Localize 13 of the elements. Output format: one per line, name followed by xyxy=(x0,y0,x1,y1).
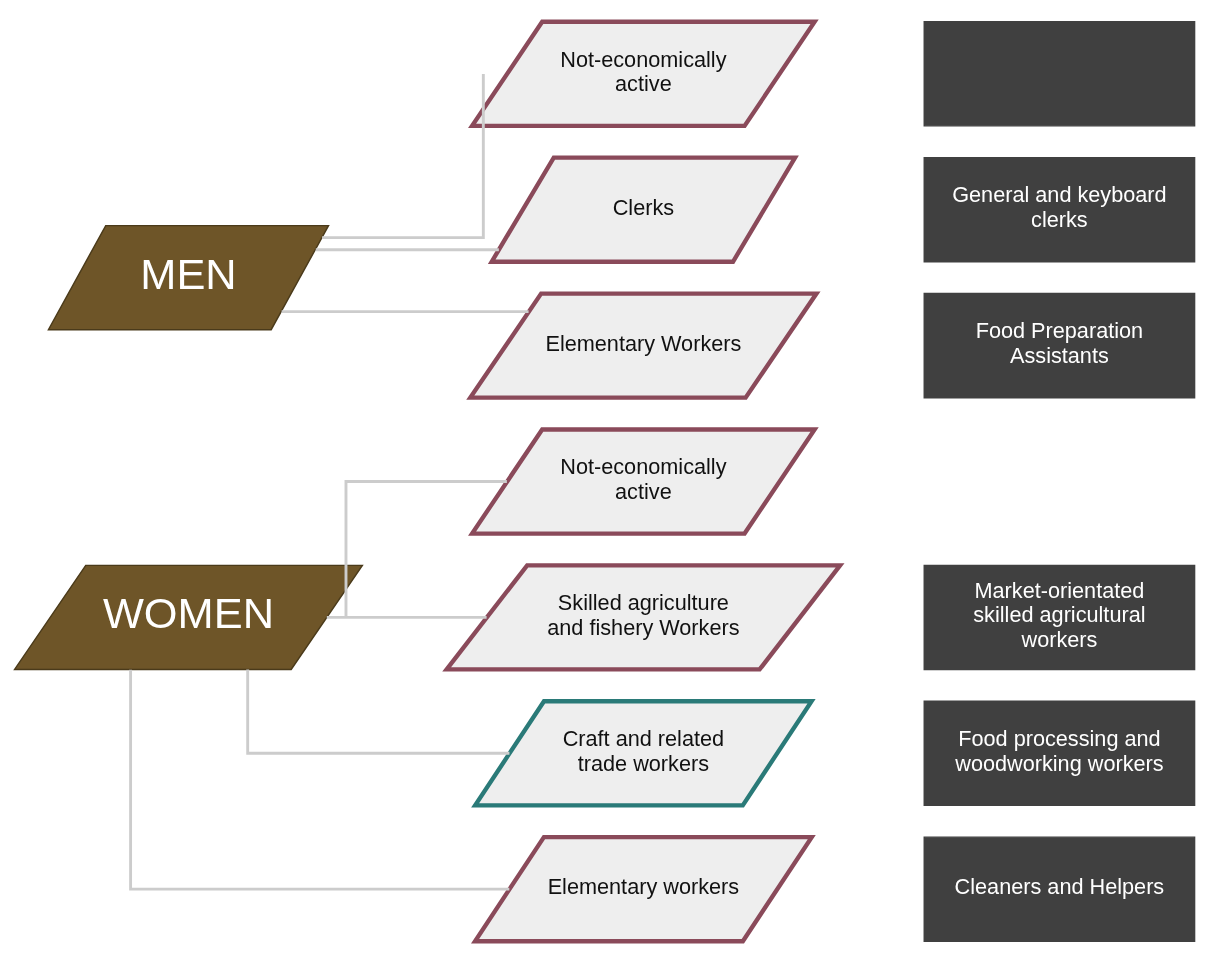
node-box: Cleaners and Helpers xyxy=(923,835,1196,942)
connector xyxy=(344,479,507,617)
connector xyxy=(246,669,510,755)
connector xyxy=(129,669,510,891)
node-box xyxy=(923,20,1196,127)
node-box: Food Preparation Assistants xyxy=(923,292,1196,398)
connector xyxy=(326,615,487,619)
node-box: General and keyboard clerks xyxy=(923,156,1196,262)
connector xyxy=(281,309,529,313)
connector xyxy=(322,73,485,239)
node-box: Market-orientated skilled agricultural workers xyxy=(923,564,1196,670)
node-box: Food processing and woodworking workers xyxy=(923,700,1196,806)
connector xyxy=(315,247,499,251)
